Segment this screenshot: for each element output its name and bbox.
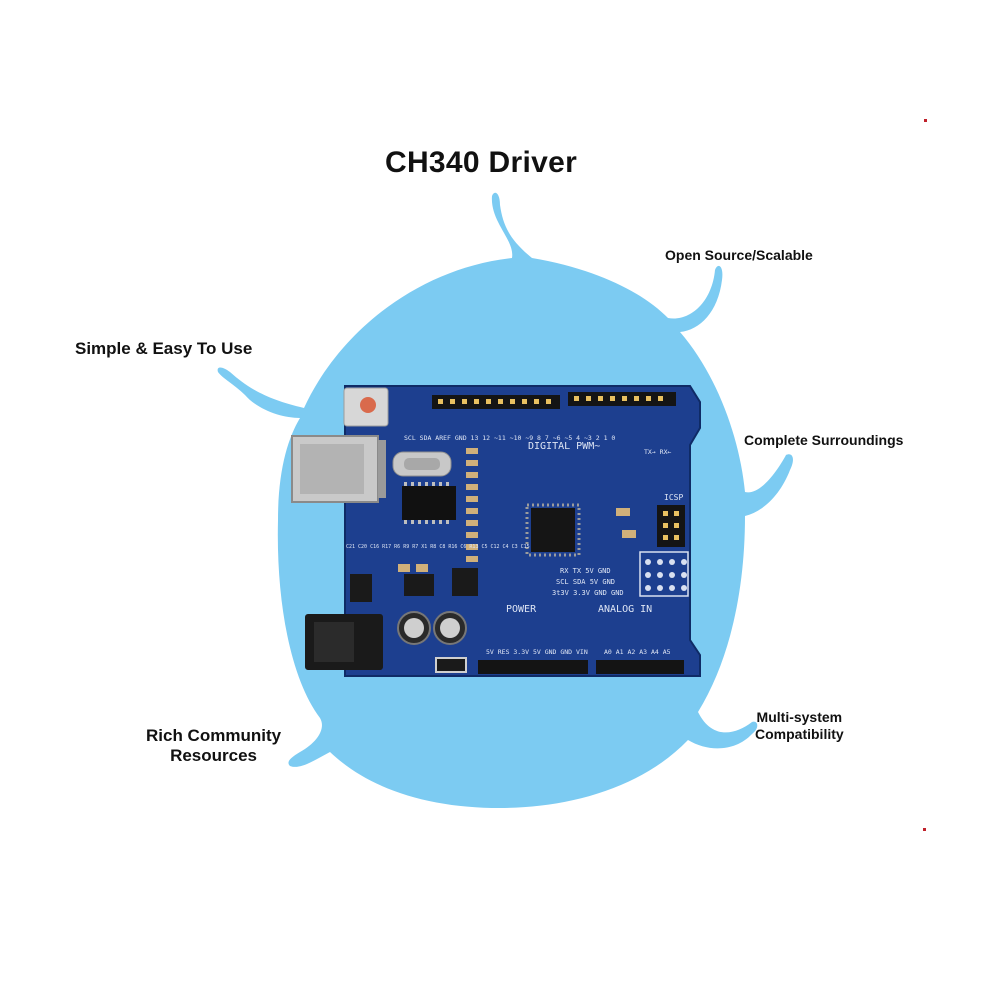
feature-surroundings: Complete Surroundings (744, 432, 904, 448)
digital-pwm-label: DIGITAL PWM~ (528, 441, 600, 452)
side-row-1: RX TX 5V GND (560, 567, 611, 575)
side-row-3: 3t3V 3.3V GND GND (552, 589, 624, 597)
side-row-2: SCL SDA 5V GND (556, 578, 615, 586)
icsp-label: ICSP (664, 493, 683, 502)
feature-community-line2: Resources (170, 746, 257, 765)
decorative-dot (923, 828, 926, 831)
feature-community-line1: Rich Community (146, 726, 282, 745)
page-title: CH340 Driver (385, 146, 578, 179)
analog-in-label: ANALOG IN (598, 604, 652, 615)
feature-simple: Simple & Easy To Use (75, 339, 253, 358)
feature-multisystem-line2: Compatibility (755, 726, 844, 742)
component-labels: C21 C20 C16 R17 R6 R9 R7 X1 R8 C8 R16 C6… (346, 544, 530, 550)
feature-multisystem-line1: Multi-system (756, 709, 843, 725)
top-pin-labels: SCL SDA AREF GND 13 12 ~11 ~10 ~9 8 7 ~6… (404, 434, 615, 442)
feature-open-source: Open Source/Scalable (665, 247, 813, 263)
power-pin-labels: 5V RES 3.3V 5V GND GND VIN (486, 648, 588, 656)
power-label: POWER (506, 604, 537, 615)
decorative-dot (924, 119, 927, 122)
arduino-board: DIGITAL PWM~ POWER ANALOG IN ICSP RX TX … (291, 385, 701, 677)
tx-rx-label: TX→ RX← (644, 448, 671, 456)
feature-multisystem: Multi-system Compatibility (755, 709, 844, 743)
analog-pin-labels: A0 A1 A2 A3 A4 A5 (604, 648, 671, 656)
feature-community: Rich Community Resources (146, 726, 281, 766)
